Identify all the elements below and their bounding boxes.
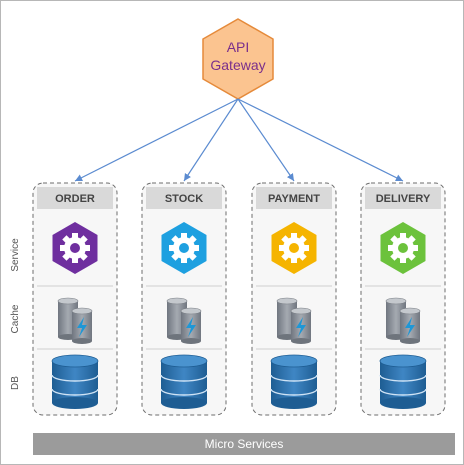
api-gateway-label-line1: API xyxy=(227,39,250,55)
service-title: STOCK xyxy=(165,193,203,205)
service-header xyxy=(37,187,113,209)
service-column-stock[interactable]: STOCK xyxy=(141,182,227,416)
service-header xyxy=(365,187,441,209)
arrow-to-order xyxy=(74,98,239,182)
gear-icon xyxy=(380,222,426,274)
service-title: PAYMENT xyxy=(268,193,320,205)
service-columns: ORDER STOCK PAYMENT DELIVERY xyxy=(32,182,446,416)
cache-icon xyxy=(57,297,93,344)
service-title: DELIVERY xyxy=(376,193,431,205)
service-column-delivery[interactable]: DELIVERY xyxy=(360,182,446,416)
arrow-to-payment xyxy=(237,98,295,182)
micro-services-label: Micro Services xyxy=(205,437,284,451)
database-icon xyxy=(51,354,99,409)
database-icon xyxy=(270,354,318,409)
gateway-arrows xyxy=(74,98,404,182)
row-label-cache: Cache xyxy=(10,304,21,333)
cache-icon xyxy=(166,297,202,344)
cache-icon xyxy=(385,297,421,344)
gear-icon xyxy=(161,222,207,274)
row-label-service: Service xyxy=(10,238,21,272)
service-column-payment[interactable]: PAYMENT xyxy=(251,182,337,416)
database-icon xyxy=(379,354,427,409)
cache-icon xyxy=(276,297,312,344)
service-header xyxy=(256,187,332,209)
arrow-to-stock xyxy=(183,98,239,182)
service-header xyxy=(146,187,222,209)
api-gateway-label-line2: Gateway xyxy=(210,57,265,73)
gear-icon xyxy=(271,222,317,274)
service-title: ORDER xyxy=(55,193,95,205)
database-icon xyxy=(160,354,208,409)
gear-icon xyxy=(52,222,98,274)
service-column-order[interactable]: ORDER xyxy=(32,182,118,416)
micro-services-bar xyxy=(33,433,455,455)
arrow-to-delivery xyxy=(237,98,404,182)
row-label-db: DB xyxy=(10,376,21,390)
